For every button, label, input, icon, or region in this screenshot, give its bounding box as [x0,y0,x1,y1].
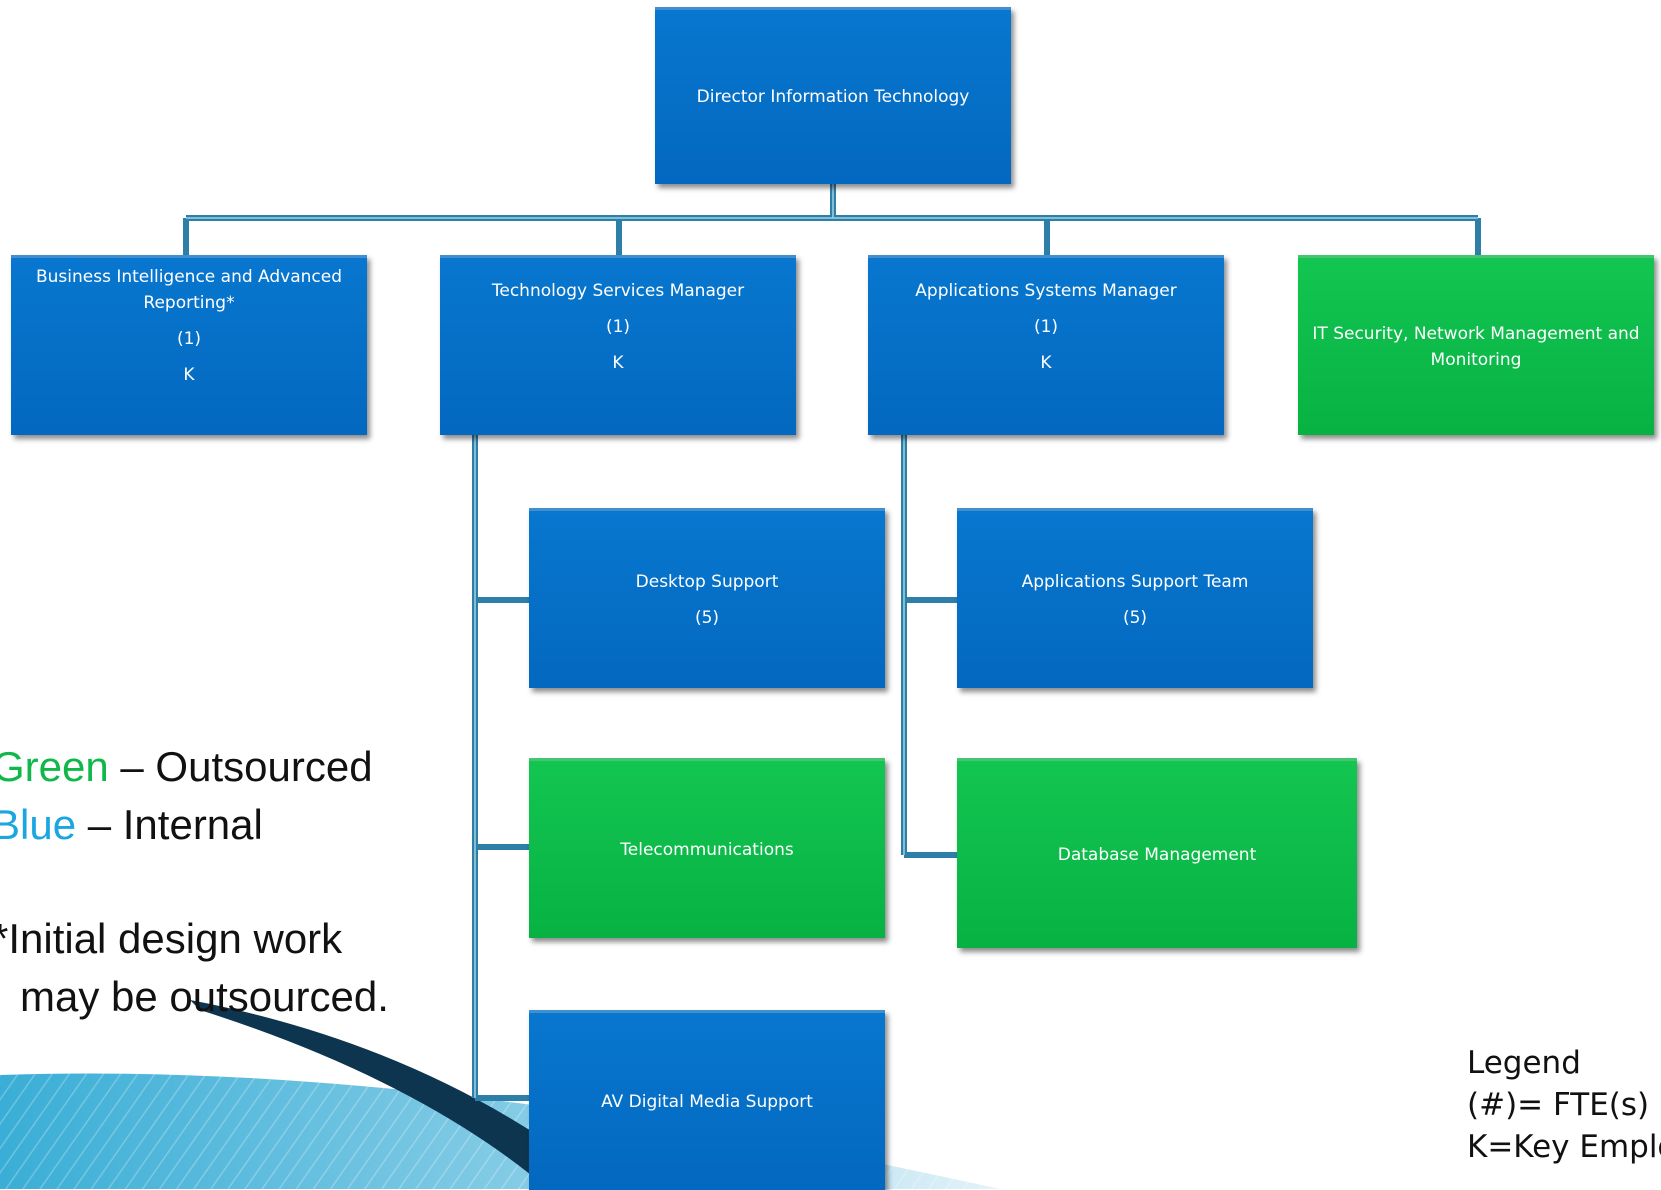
node-itsec-title-2: Monitoring [1430,349,1522,370]
legend-key: K=Key Employee [1467,1129,1661,1165]
node-technology-services-manager[interactable]: Technology Services Manager (1) K [440,255,796,435]
green-label: Green [0,743,109,790]
node-desktop-title: Desktop Support [635,571,779,592]
color-legend: Green – Outsourced Blue – Internal [0,738,373,854]
node-bi-fte: (1) [176,329,202,349]
node-appsupport-fte: (5) [1122,607,1148,628]
node-asm-title: Applications Systems Manager [915,281,1177,301]
legend-fte: (#)= FTE(s) [1467,1087,1650,1123]
node-telecom-title: Telecommunications [620,839,794,860]
node-tsm-title: Technology Services Manager [491,281,745,301]
node-bi-title-2: Reporting* [143,293,235,313]
node-business-intelligence[interactable]: Business Intelligence and Advanced Repor… [11,255,367,435]
abbreviation-legend: Legend (#)= FTE(s) K=Key Employee [1467,1042,1661,1168]
blue-description: – Internal [76,801,263,848]
node-database-management[interactable]: Database Management [957,758,1357,948]
footnote: *Initial design work may be outsourced. [0,910,389,1026]
node-tsm-fte: (1) [605,317,631,337]
node-desktop-fte: (5) [694,607,720,628]
green-description: – Outsourced [108,743,373,790]
color-legend-green: Green – Outsourced [0,738,373,796]
node-it-security[interactable]: IT Security, Network Management and Moni… [1298,255,1654,435]
node-av-title: AV Digital Media Support [601,1091,813,1112]
node-appsupport-title: Applications Support Team [1021,571,1249,592]
node-desktop-support[interactable]: Desktop Support (5) [529,508,885,688]
node-bi-key: K [183,365,195,385]
legend-title: Legend [1467,1045,1581,1081]
node-asm-fte: (1) [1033,317,1059,337]
node-database-title: Database Management [1057,844,1257,865]
node-applications-systems-manager[interactable]: Applications Systems Manager (1) K [868,255,1224,435]
node-director-title: Director Information Technology [696,87,970,107]
footnote-line-1: *Initial design work [0,915,343,962]
color-legend-blue: Blue – Internal [0,796,373,854]
node-telecommunications[interactable]: Telecommunications [529,758,885,938]
node-av-digital-media-support[interactable]: AV Digital Media Support [529,1010,885,1190]
node-asm-key: K [1040,353,1052,373]
node-itsec-title-1: IT Security, Network Management and [1312,323,1640,344]
node-director[interactable]: Director Information Technology [655,7,1011,184]
node-tsm-key: K [612,353,624,373]
footnote-line-2: may be outsourced. [20,973,389,1020]
node-applications-support-team[interactable]: Applications Support Team (5) [957,508,1313,688]
node-bi-title-1: Business Intelligence and Advanced [35,267,343,287]
blue-label: Blue [0,801,77,848]
